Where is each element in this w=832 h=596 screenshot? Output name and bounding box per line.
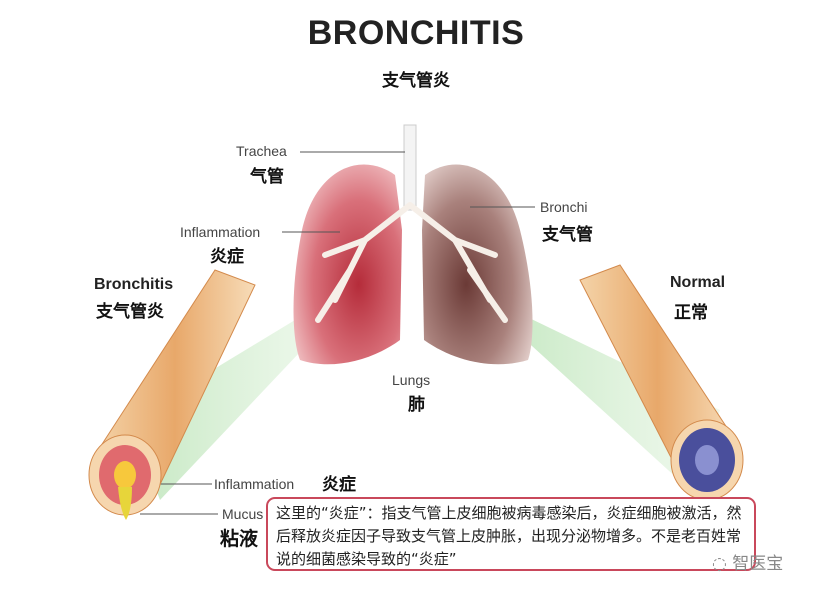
zoom-beam-left xyxy=(130,300,335,500)
label-trachea-en: Trachea xyxy=(236,143,287,159)
inflamed-left-lung xyxy=(293,164,402,365)
label-trachea-cn: 气管 xyxy=(250,167,284,187)
inflamed-bronchus xyxy=(88,269,256,520)
label-bronchi-cn: 支气管 xyxy=(542,225,593,245)
watermark: ◌ 智医宝 xyxy=(712,549,783,574)
label-normal-cn: 正常 xyxy=(674,303,708,323)
label-mucus-en: Mucus xyxy=(222,506,264,522)
label-inflammation-cn: 炎症 xyxy=(210,247,244,267)
diagram-subtitle: 支气管炎 xyxy=(382,71,450,91)
label-inflammation-en: Inflammation xyxy=(180,224,261,240)
label-inflammation2-cn: 炎症 xyxy=(322,475,356,495)
label-inflammation2-en: Inflammation xyxy=(214,476,295,492)
normal-bronchus xyxy=(579,264,744,501)
wechat-icon: ◌ xyxy=(712,554,733,574)
label-normal-en: Normal xyxy=(670,274,726,291)
watermark-text: 智医宝 xyxy=(732,554,784,574)
explanation-note: 这里的“炎症”：指支气管上皮细胞被病毒感染后，炎症细胞被激活，然后释放炎症因子导… xyxy=(266,497,756,571)
diagram-title: BRONCHITIS xyxy=(307,14,525,52)
label-bronchi-en: Bronchi xyxy=(540,199,588,215)
label-bronchitis-cn: 支气管炎 xyxy=(96,302,164,322)
label-bronchitis-en: Bronchitis xyxy=(94,276,174,293)
trachea xyxy=(403,124,417,211)
normal-right-lung xyxy=(422,164,533,365)
label-lungs-en: Lungs xyxy=(392,372,431,388)
bronchi-branches xyxy=(315,202,508,323)
label-lungs-cn: 肺 xyxy=(408,395,425,415)
label-mucus-cn: 粘液 xyxy=(220,528,259,550)
